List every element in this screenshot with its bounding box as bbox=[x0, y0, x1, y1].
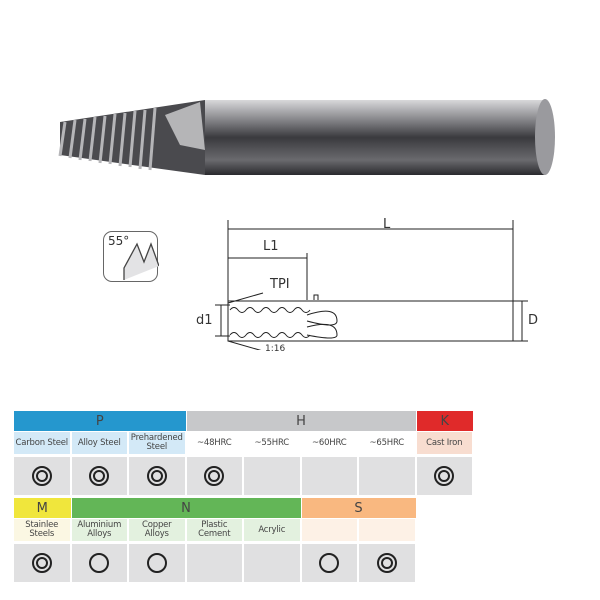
material-group-s: S bbox=[301, 498, 417, 518]
tpi-label: TPI bbox=[270, 277, 290, 292]
suitability-cell bbox=[416, 454, 474, 495]
dimension-drawing bbox=[215, 220, 528, 350]
suitability-cell bbox=[301, 454, 359, 495]
material-group-h: H bbox=[186, 411, 417, 431]
taper-label: 1:16 bbox=[265, 344, 286, 354]
double-circle-icon bbox=[146, 466, 167, 486]
double-circle-icon bbox=[376, 553, 397, 573]
suitability-cell bbox=[186, 541, 244, 582]
suitability-cell bbox=[244, 454, 302, 495]
material-label: Prehardened Steel bbox=[129, 431, 187, 454]
material-label: ~60HRC bbox=[301, 431, 359, 454]
material-label: ~48HRC bbox=[186, 431, 244, 454]
circle-icon bbox=[319, 553, 340, 573]
material-label: Alloy Steel bbox=[71, 431, 129, 454]
material-group-p: P bbox=[14, 411, 187, 431]
diameter-label: D bbox=[528, 313, 539, 328]
suitability-cell bbox=[129, 454, 187, 495]
circle-icon bbox=[89, 553, 110, 573]
suitability-cell bbox=[359, 454, 417, 495]
double-circle-icon bbox=[434, 466, 455, 486]
suitability-cell bbox=[14, 541, 72, 582]
suitability-cell bbox=[14, 454, 72, 495]
suitability-cell bbox=[71, 541, 129, 582]
material-label: Copper Alloys bbox=[129, 518, 187, 541]
thread-angle-label: 55° bbox=[108, 234, 130, 248]
material-label bbox=[359, 518, 417, 541]
material-label: Carbon Steel bbox=[14, 431, 72, 454]
length-label: L bbox=[383, 217, 391, 232]
material-label bbox=[301, 518, 359, 541]
material-label: Aluminium Alloys bbox=[71, 518, 129, 541]
material-label: Cast Iron bbox=[416, 431, 474, 454]
material-group-k: K bbox=[416, 411, 474, 431]
d1-label: d1 bbox=[196, 313, 213, 328]
material-label: Stainlee Steels bbox=[14, 518, 72, 541]
suitability-cell bbox=[71, 454, 129, 495]
suitability-cell bbox=[129, 541, 187, 582]
thread-mill-photo bbox=[58, 99, 555, 175]
material-label: Acrylic bbox=[244, 518, 302, 541]
suitability-cell bbox=[186, 454, 244, 495]
suitability-cell bbox=[244, 541, 302, 582]
double-circle-icon bbox=[31, 466, 52, 486]
flute-length-label: L1 bbox=[263, 239, 279, 254]
suitability-cell bbox=[301, 541, 359, 582]
double-circle-icon bbox=[89, 466, 110, 486]
double-circle-icon bbox=[31, 553, 52, 573]
suitability-cell bbox=[359, 541, 417, 582]
thread-profile-icon: 55° bbox=[103, 231, 159, 282]
circle-icon bbox=[146, 553, 167, 573]
material-group-n: N bbox=[71, 498, 302, 518]
material-label: Plastic Cement bbox=[186, 518, 244, 541]
double-circle-icon bbox=[204, 466, 225, 486]
material-label: ~65HRC bbox=[359, 431, 417, 454]
material-group-m: M bbox=[14, 498, 72, 518]
material-label: ~55HRC bbox=[244, 431, 302, 454]
